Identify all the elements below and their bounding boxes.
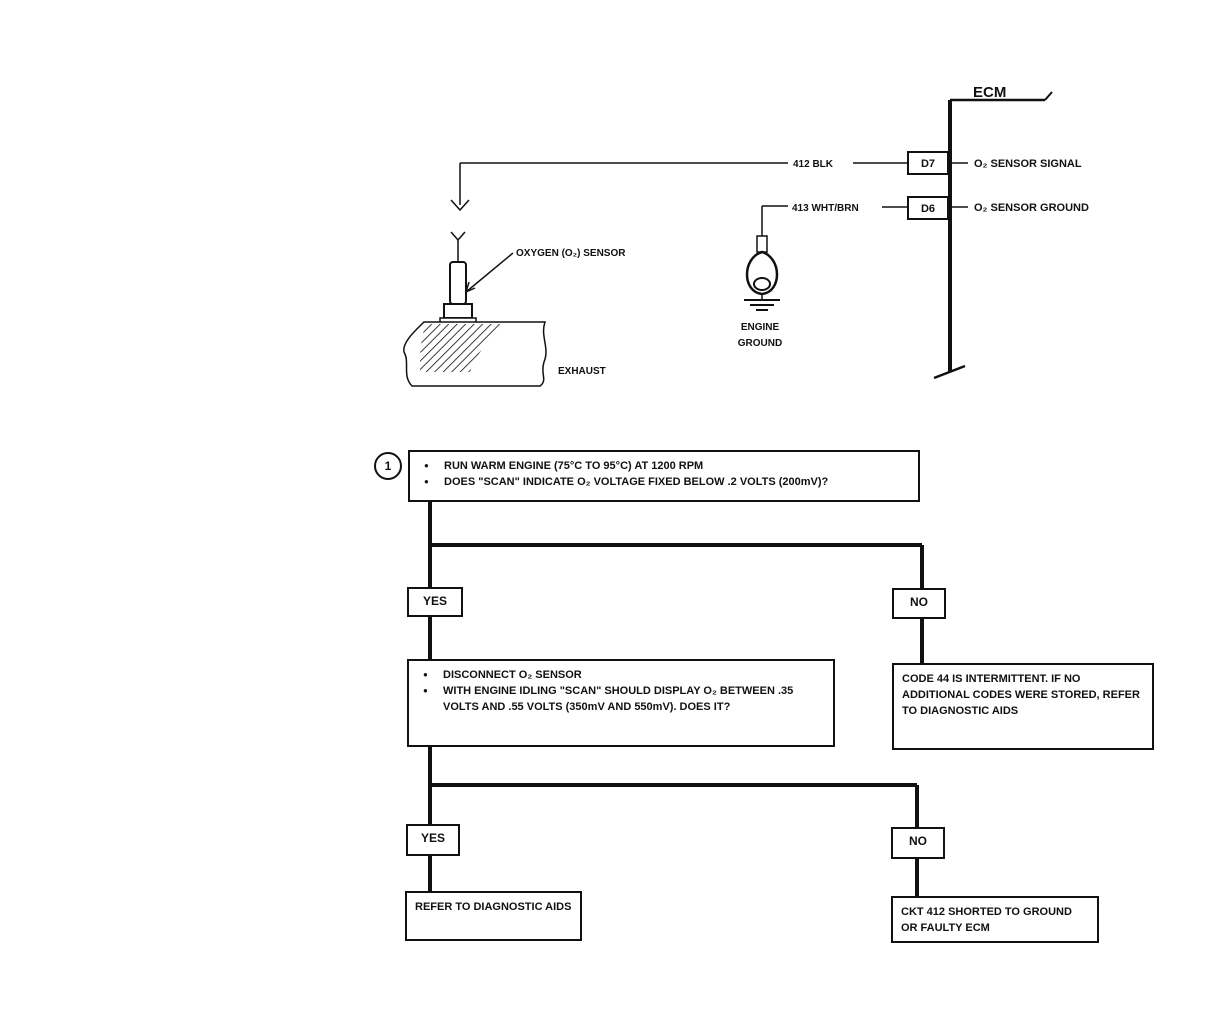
step1-box: RUN WARM ENGINE (75°C TO 95°C) AT 1200 R… <box>408 450 920 502</box>
oxygen-sensor-label: OXYGEN (O₂) SENSOR <box>516 248 626 259</box>
ecm-label: ECM <box>973 84 1006 101</box>
step1-line2: DOES "SCAN" INDICATE O₂ VOLTAGE FIXED BE… <box>424 474 918 490</box>
sensor-leader-arrow <box>465 281 476 293</box>
exhaust-label: EXHAUST <box>558 366 606 377</box>
ecm-top-tick <box>1044 91 1053 101</box>
step2-line2: WITH ENGINE IDLING "SCAN" SHOULD DISPLAY… <box>423 683 825 715</box>
step2-list: DISCONNECT O₂ SENSOR WITH ENGINE IDLING … <box>415 667 825 715</box>
pin-d6-label: D6 <box>921 203 935 215</box>
step-number-circle: 1 <box>374 452 402 480</box>
yes2-result-box: REFER TO DIAGNOSTIC AIDS <box>405 891 582 941</box>
o2-signal-label: O₂ SENSOR SIGNAL <box>974 158 1082 170</box>
no1-box: NO <box>892 588 946 619</box>
ecm-bottom-tick <box>933 364 966 380</box>
pin-d6-box <box>907 196 949 220</box>
step2-line1: DISCONNECT O₂ SENSOR <box>423 667 825 683</box>
yes1-box: YES <box>407 587 463 617</box>
no1-result-box: CODE 44 IS INTERMITTENT. IF NO ADDITIONA… <box>892 663 1154 750</box>
sensor-leader-line <box>465 252 514 293</box>
no2-box: NO <box>891 827 945 859</box>
yes2-box: YES <box>406 824 460 856</box>
engine-ground-label-1: ENGINE <box>741 322 780 333</box>
wire-412-arrow <box>450 199 470 212</box>
exhaust-hatch <box>420 324 505 372</box>
wire-412-label: 412 BLK <box>793 159 834 170</box>
pin-d7-label: D7 <box>921 158 935 170</box>
step1-list: RUN WARM ENGINE (75°C TO 95°C) AT 1200 R… <box>416 458 918 490</box>
no2-result-box: CKT 412 SHORTED TO GROUND OR FAULTY ECM <box>891 896 1099 943</box>
step1-line1: RUN WARM ENGINE (75°C TO 95°C) AT 1200 R… <box>424 458 918 474</box>
engine-ground-icon <box>744 235 780 311</box>
wire-413-label: 413 WHT/BRN <box>792 203 859 214</box>
engine-ground-label-2: GROUND <box>738 338 782 349</box>
o2-ground-label: O₂ SENSOR GROUND <box>974 202 1089 214</box>
step2-box: DISCONNECT O₂ SENSOR WITH ENGINE IDLING … <box>407 659 835 747</box>
